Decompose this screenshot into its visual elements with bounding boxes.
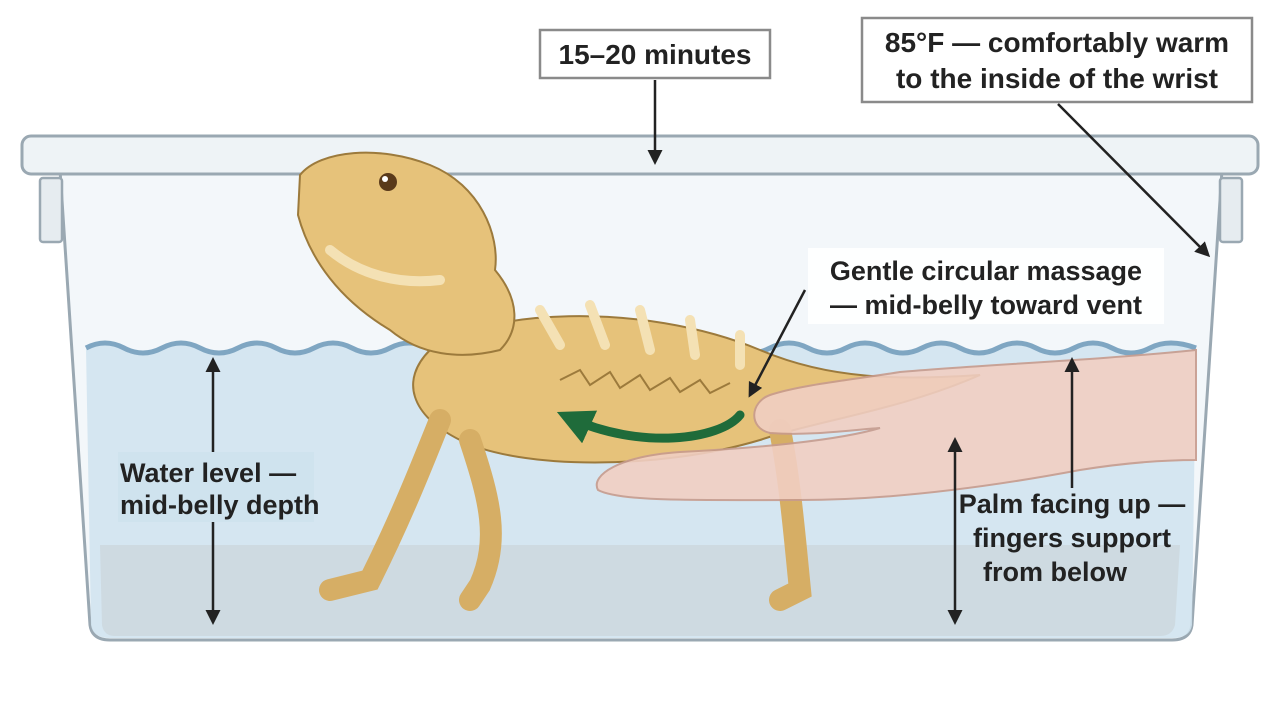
- duration-box: [538, 28, 772, 80]
- water-label-line1: Water level —: [120, 458, 296, 488]
- palm-label-line3: from below: [983, 557, 1128, 587]
- temperature-arrow: [1057, 103, 1211, 258]
- water-level-callout: Water level — mid-belly depth: [118, 357, 320, 625]
- temperature-label-line1: 85°F — comfortably warm: [885, 27, 1229, 58]
- palm-label-line2: fingers support: [973, 523, 1171, 553]
- temperature-label-line2: to the inside of the wrist: [896, 63, 1218, 94]
- tub-handle-left: [38, 176, 64, 244]
- water-label-line2: mid-belly depth: [120, 490, 320, 520]
- palm-callout: Palm facing up — fingers support from be…: [947, 357, 1186, 625]
- duration-callout: 15–20 minutes: [538, 28, 772, 165]
- massage-label-bg: [808, 248, 1164, 324]
- water-label-bg: [118, 452, 314, 522]
- massage-pointer-arrow: [748, 289, 807, 398]
- tub-rim: [20, 134, 1260, 176]
- massage-label-line1: Gentle circular massage: [830, 256, 1142, 286]
- lizard-eye: [379, 173, 397, 191]
- curved-arrow-icon: [556, 410, 745, 444]
- tub-handle-right: [1218, 176, 1244, 244]
- massage-callout: Gentle circular massage — mid-belly towa…: [748, 248, 1164, 398]
- lizard-head: [296, 151, 516, 356]
- duration-label: 15–20 minutes: [559, 39, 752, 70]
- massage-label-line2: — mid-belly toward vent: [830, 290, 1142, 320]
- temperature-callout: 85°F — comfortably warm to the inside of…: [860, 16, 1254, 258]
- temperature-box: [860, 16, 1254, 104]
- palm-label-line1: Palm facing up —: [959, 489, 1186, 519]
